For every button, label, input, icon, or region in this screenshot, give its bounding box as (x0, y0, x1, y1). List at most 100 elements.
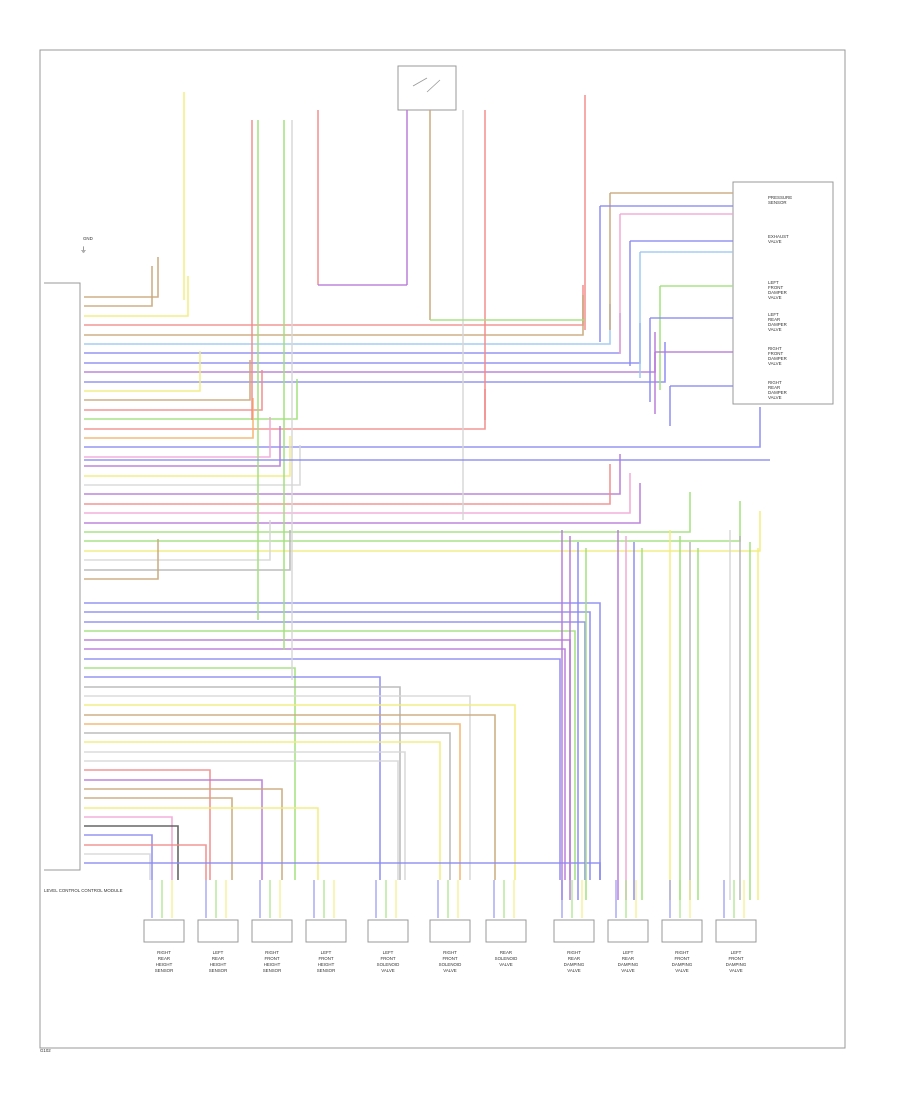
harness-wire-lower (84, 695, 471, 880)
harness-wire-upper (84, 323, 641, 364)
harness-wire-lower (84, 816, 173, 880)
component-label: SOLENOID (495, 956, 518, 961)
harness-wire-upper (84, 492, 691, 533)
valve-label: DAMPER (768, 390, 787, 395)
component-label: HEIGHT (264, 962, 281, 967)
harness-wire-lower (84, 779, 263, 880)
valve-label: REAR (768, 385, 780, 390)
component-label: LEFT (623, 950, 634, 955)
valve-label: VALVE (768, 395, 782, 400)
harness-wire-upper (84, 473, 631, 514)
harness-wire-upper (84, 501, 741, 542)
harness-wire-lower (84, 797, 233, 880)
harness-wire-upper (84, 379, 298, 420)
valve-label: RIGHT (768, 346, 782, 351)
harness-wire-lower (84, 751, 406, 880)
component-label: REAR (622, 956, 634, 961)
harness-wire-lower (84, 834, 153, 880)
harness-wire-lower (84, 676, 381, 880)
valve-label: VALVE (768, 327, 782, 332)
harness-wire-upper (84, 304, 611, 345)
component-label: HEIGHT (156, 962, 173, 967)
harness-wire-upper (84, 398, 254, 439)
valve-label: VALVE (768, 361, 782, 366)
component-label: VALVE (381, 968, 395, 973)
harness-wire-upper (84, 483, 641, 524)
harness-wire-lower (84, 611, 591, 880)
harness-wire-upper (84, 511, 761, 552)
component-label: LEFT (731, 950, 742, 955)
component-label: VALVE (675, 968, 689, 973)
harness-wire-upper (84, 530, 291, 571)
harness-wire-lower (84, 732, 451, 880)
component-label: LEFT (383, 950, 394, 955)
component-label: REAR (158, 956, 170, 961)
component-label: SOLENOID (377, 962, 400, 967)
relay-switch (412, 77, 441, 93)
component-label: VALVE (729, 968, 743, 973)
component-label: SENSOR (155, 968, 174, 973)
wires-layer (84, 92, 770, 918)
harness-wire-upper (84, 445, 301, 486)
harness-wire-lower (84, 648, 566, 880)
valve-label: SENSOR (768, 200, 787, 205)
harness-wire-upper (84, 276, 189, 317)
component-label: FRONT (728, 956, 743, 961)
valve-label: LEFT (768, 280, 779, 285)
valve-label: FRONT (768, 351, 783, 356)
harness-wire-lower (84, 741, 441, 880)
valve-label: VALVE (768, 239, 782, 244)
harness-wire-lower (84, 844, 207, 880)
component-label: FRONT (442, 956, 457, 961)
harness-wire-lower (84, 862, 601, 880)
component-label: RIGHT (157, 950, 171, 955)
harness-wire-lower (84, 769, 211, 880)
component-label: SENSOR (209, 968, 228, 973)
valve-label: LEFT (768, 312, 779, 317)
harness-wire-upper (84, 342, 666, 383)
harness-wire-lower (84, 853, 151, 880)
valve-label: DAMPER (768, 322, 787, 327)
component-label: SENSOR (317, 968, 336, 973)
harness-wire-lower (84, 723, 461, 880)
component-label: VALVE (567, 968, 581, 973)
component-label: REAR (212, 956, 224, 961)
component-label: LEFT (321, 950, 332, 955)
component-connector-box (367, 919, 409, 943)
component-label: SENSOR (263, 968, 282, 973)
harness-wire-lower (84, 686, 401, 880)
labels-layer: RIGHTREARHEIGHTSENSORLEFTREARHEIGHTSENSO… (155, 195, 792, 973)
harness-wire-lower (84, 602, 601, 880)
harness-wire-lower (84, 807, 319, 880)
harness-wire-lower (84, 825, 179, 880)
component-label: DAMPING (564, 962, 585, 967)
harness-wire-upper (84, 370, 263, 411)
harness-wire-lower (84, 630, 576, 880)
valve-label: DAMPER (768, 290, 787, 295)
harness-wire-lower (84, 658, 561, 880)
component-connector-box (251, 919, 293, 943)
valve-label: RIGHT (768, 380, 782, 385)
ground-point-label: G102 (40, 1048, 51, 1053)
harness-wire-upper (84, 266, 153, 307)
component-connector-box (607, 919, 649, 943)
harness-wire-upper (84, 313, 621, 354)
component-label: HEIGHT (318, 962, 335, 967)
component-label: REAR (568, 956, 580, 961)
component-label: FRONT (380, 956, 395, 961)
component-label: FRONT (318, 956, 333, 961)
harness-wire-lower (84, 639, 571, 880)
component-label: FRONT (264, 956, 279, 961)
component-label: REAR (500, 950, 512, 955)
harness-wire-lower (84, 788, 283, 880)
component-label: DAMPING (726, 962, 747, 967)
harness-wire-upper (84, 407, 761, 448)
component-label: RIGHT (675, 950, 689, 955)
harness-wire-upper (84, 285, 584, 326)
component-boxes-layer (143, 919, 757, 943)
harness-wire-upper (84, 351, 201, 392)
valve-label: EXHAUST (768, 234, 789, 239)
diagram-border (39, 49, 846, 1049)
harness-wire-upper (84, 436, 291, 477)
